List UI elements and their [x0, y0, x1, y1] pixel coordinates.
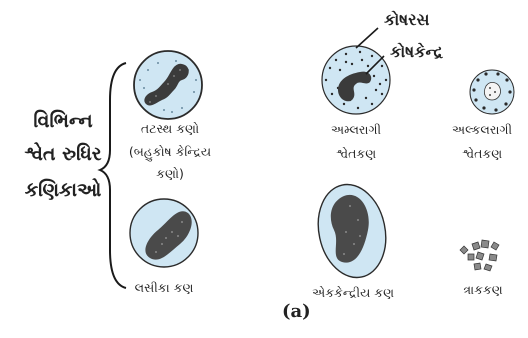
neutrophil-label-line-2: (બહુકોષ કેન્દ્રિય	[120, 146, 220, 159]
figure-caption: (a)	[282, 303, 311, 321]
cytoplasm-leader-line	[356, 28, 378, 48]
eosinophil-label-line-2: શ્વેતકણ	[306, 148, 406, 161]
neutrophil-label-line-3: કણો)	[120, 168, 220, 181]
platelet-cluster	[460, 240, 499, 271]
nucleus-callout: કોષકેન્દ્ર	[390, 44, 443, 60]
eosinophil-label-line-1: અમ્લરાગી	[306, 124, 406, 137]
eosinophil-cell	[322, 46, 390, 114]
lymphocyte-cell	[130, 199, 198, 267]
basophil-nucleus	[484, 82, 500, 100]
basophil-label-line-1: અલ્કલરાગી	[436, 124, 528, 137]
monocyte-label: એકકેન્દ્રીય કણ	[290, 287, 416, 300]
basophil-cell	[470, 70, 514, 114]
cytoplasm-callout: કોષરસ	[384, 12, 429, 28]
neutrophil-cell	[134, 51, 202, 119]
neutrophil-label-line-1: તટસ્થ કણો	[120, 123, 220, 136]
lymphocyte-label: લસીકા કણ	[116, 282, 212, 295]
monocyte-cell	[310, 178, 394, 284]
platelet-label: ત્રાકકણ	[448, 284, 518, 297]
title-line-2: શ્વેત રુધિર	[8, 145, 118, 164]
title-line-3: કણિકાઓ	[8, 181, 118, 200]
title-line-1: વિભિન્ન	[8, 112, 118, 131]
basophil-label-line-2: શ્વેતકણ	[436, 148, 528, 161]
